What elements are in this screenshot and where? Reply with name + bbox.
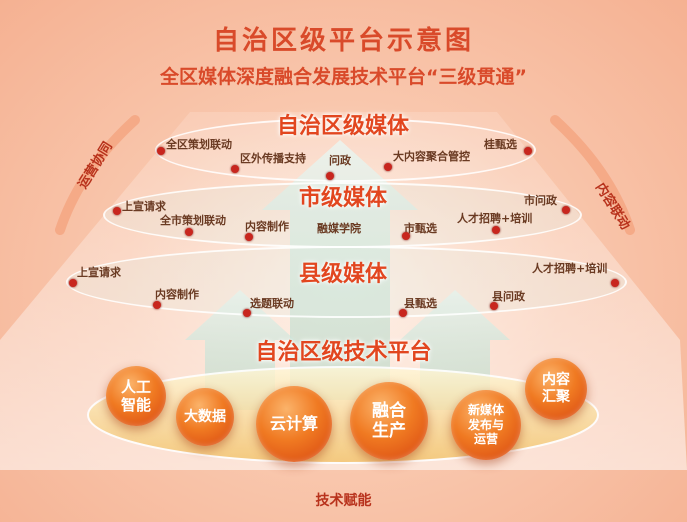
- right-arc-arrow: [550, 115, 635, 235]
- node-dot: [113, 207, 121, 215]
- tier-title-county: 县级媒体: [298, 262, 387, 287]
- tier-title-regional: 自治区级媒体: [276, 114, 409, 139]
- node-dot: [490, 302, 498, 310]
- platform-disc: [87, 366, 599, 464]
- county-item: 人才招聘+培训: [532, 262, 608, 275]
- city-item: 市问政: [524, 194, 557, 207]
- left-arc-arrow: [55, 115, 140, 235]
- node-dot: [384, 163, 392, 171]
- county-item: 县问政: [492, 290, 525, 303]
- node-dot: [402, 232, 410, 240]
- bottom-label: 技术赋能: [315, 493, 372, 509]
- module-ai: 人工智能: [106, 366, 166, 426]
- city-item: 融媒学院: [317, 222, 361, 235]
- tier-title-city: 市级媒体: [298, 186, 387, 211]
- module-big-data: 大数据: [176, 388, 234, 446]
- node-dot: [611, 279, 619, 287]
- city-item: 人才招聘+培训: [457, 212, 533, 225]
- platform-title: 自治区级技术平台: [255, 340, 432, 365]
- node-dot: [153, 301, 161, 309]
- ring-regional: [155, 118, 536, 182]
- node-dot: [231, 165, 239, 173]
- module-new-media: 新媒体发布与运营: [451, 390, 521, 460]
- diagram-subtitle: 全区媒体深度融合发展技术平台“三级贯通”: [160, 66, 527, 88]
- city-item: 全市策划联动: [160, 214, 226, 227]
- module-fusion-production: 融合生产: [350, 382, 428, 460]
- county-item: 选题联动: [250, 297, 294, 310]
- regional-item: 大内容聚合管控: [393, 150, 470, 163]
- node-dot: [243, 309, 251, 317]
- node-dot: [245, 233, 253, 241]
- node-dot: [69, 279, 77, 287]
- city-item: 市甄选: [404, 222, 437, 235]
- node-dot: [399, 309, 407, 317]
- node-dot: [326, 172, 334, 180]
- city-item: 上宣请求: [122, 200, 166, 213]
- node-dot: [562, 206, 570, 214]
- regional-item: 区外传播支持: [240, 152, 306, 165]
- regional-item: 全区策划联动: [166, 138, 232, 151]
- county-item: 县甄选: [404, 297, 437, 310]
- node-dot: [185, 228, 193, 236]
- module-cloud: 云计算: [256, 386, 332, 462]
- regional-item: 桂甄选: [484, 138, 517, 151]
- module-content-aggregation: 内容汇聚: [525, 358, 587, 420]
- diagram-title: 自治区级平台示意图: [212, 26, 474, 56]
- node-dot: [524, 147, 532, 155]
- regional-item: 问政: [329, 154, 351, 167]
- node-dot: [157, 147, 165, 155]
- county-item: 内容制作: [155, 288, 199, 301]
- node-dot: [492, 226, 500, 234]
- city-item: 内容制作: [245, 220, 289, 233]
- county-item: 上宣请求: [77, 266, 121, 279]
- ring-city: [103, 182, 582, 248]
